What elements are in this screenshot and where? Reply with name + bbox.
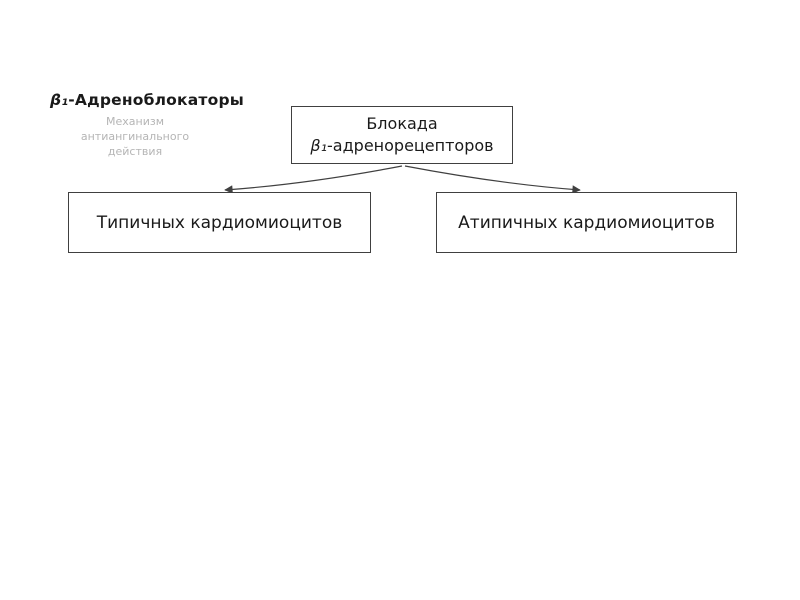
node-blockade-line2-text: -адренорецепторов: [327, 136, 494, 155]
subtitle-line: Механизм: [106, 115, 164, 128]
node-blockade-line2: β₁-адренорецепторов: [310, 135, 493, 157]
slide-header: β₁-Адреноблокаторы Механизм антиангиналь…: [50, 91, 244, 159]
arrow-to-left-box: [224, 165, 403, 194]
arrow-to-right-box: [404, 165, 581, 194]
slide-title-beta: β₁: [50, 91, 69, 109]
node-blockade-beta: β₁: [310, 136, 328, 155]
node-blockade: Блокада β₁-адренорецепторов: [291, 106, 513, 164]
node-blockade-line1: Блокада: [366, 114, 438, 133]
slide-title: β₁-Адреноблокаторы: [50, 91, 244, 109]
subtitle-line: антиангинального: [80, 130, 190, 143]
slide-title-text: -Адреноблокаторы: [68, 91, 244, 109]
slide-subtitle: Механизм антиангинального действия: [50, 114, 220, 159]
node-atypical-cardiomyocytes: Атипичных кардиомиоцитов: [436, 192, 737, 253]
node-typical-cardiomyocytes: Типичных кардиомиоцитов: [68, 192, 371, 253]
subtitle-line: действия: [107, 145, 163, 158]
node-atypical-label: Атипичных кардиомиоцитов: [458, 212, 715, 233]
node-typical-label: Типичных кардиомиоцитов: [96, 212, 343, 233]
